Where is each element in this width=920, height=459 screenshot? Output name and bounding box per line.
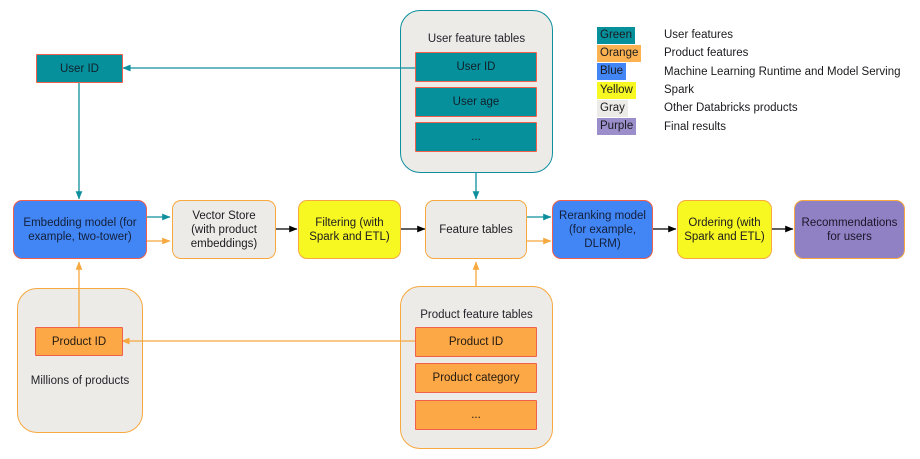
legend-swatch-green: Green [597, 26, 635, 44]
legend-swatch-purple: Purple [597, 118, 637, 136]
legend-desc-purple: Final results [664, 120, 726, 133]
legend-row: Blue Machine Learning Runtime and Model … [597, 63, 917, 81]
group-user-feature-tables-title: User feature tables [427, 33, 526, 45]
node-reranking-model[interactable]: Reranking model (for example, DLRM) [552, 200, 653, 259]
node-feature-tables[interactable]: Feature tables [425, 200, 527, 259]
user-feature-item-more[interactable]: ... [415, 122, 537, 152]
legend-row: Gray Other Databricks products [597, 99, 917, 117]
group-product-feature-tables-title: Product feature tables [420, 309, 533, 321]
legend-row: Purple Final results [597, 117, 917, 136]
node-ordering[interactable]: Ordering (with Spark and ETL) [677, 200, 772, 259]
legend-desc-orange: Product features [664, 47, 749, 60]
legend-swatch-gray: Gray [597, 99, 628, 117]
node-user-id-left[interactable]: User ID [36, 54, 123, 83]
product-feature-item-product-id[interactable]: Product ID [415, 327, 537, 357]
node-filtering[interactable]: Filtering (with Spark and ETL) [298, 200, 401, 259]
legend-swatch-yellow: Yellow [597, 81, 636, 99]
user-feature-item-user-id[interactable]: User ID [415, 52, 537, 82]
legend-row: Orange Product features [597, 44, 917, 62]
node-product-id-left[interactable]: Product ID [35, 327, 123, 356]
group-millions-of-products-caption: Millions of products [30, 375, 130, 387]
node-embedding-model[interactable]: Embedding model (for example, two-tower) [13, 200, 147, 259]
legend-row: Yellow Spark [597, 81, 917, 99]
user-feature-item-user-age[interactable]: User age [415, 87, 537, 117]
product-feature-item-product-category[interactable]: Product category [415, 363, 537, 393]
legend-desc-green: User features [664, 29, 734, 42]
legend-swatch-blue: Blue [597, 63, 627, 81]
node-vector-store[interactable]: Vector Store (with product embeddings) [172, 200, 276, 259]
legend-row: Green User features [597, 26, 917, 44]
node-recommendations[interactable]: Recommendations for users [794, 200, 905, 259]
legend: Green User features Orange Product featu… [597, 26, 917, 136]
product-feature-item-more[interactable]: ... [415, 400, 537, 430]
legend-desc-yellow: Spark [664, 84, 695, 97]
legend-desc-blue: Machine Learning Runtime and Model Servi… [664, 65, 901, 78]
group-millions-of-products: Millions of products [17, 288, 143, 433]
legend-desc-gray: Other Databricks products [664, 102, 798, 115]
legend-swatch-orange: Orange [597, 44, 642, 62]
